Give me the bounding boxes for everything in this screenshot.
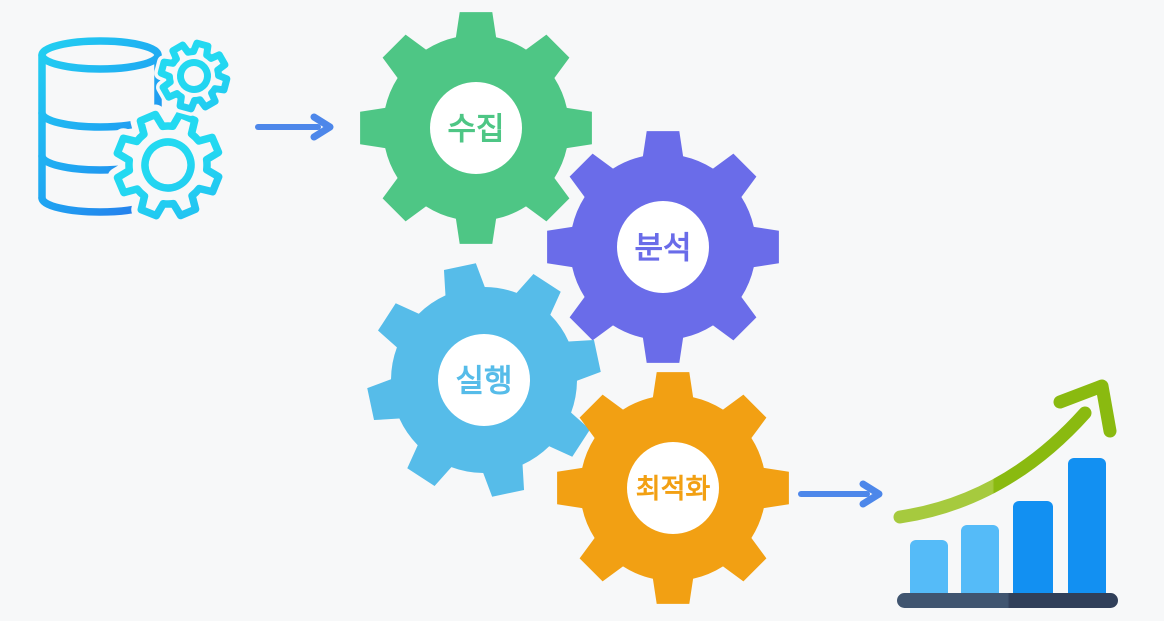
chart-bar-2: [961, 525, 999, 602]
gear-center: [438, 334, 530, 426]
chart-baseline: [897, 593, 1118, 608]
gear-step-optimize: 최적화: [553, 368, 793, 608]
database-gears-icon: [38, 36, 234, 225]
arrow-right-icon: [255, 113, 334, 141]
gear-center: [430, 82, 522, 174]
arrow-head: [310, 113, 334, 141]
chart-bar-4: [1068, 458, 1106, 602]
outline-gear-large-icon: [107, 104, 229, 225]
gear-label: 실행: [455, 363, 513, 400]
growth-arrow-head: [1053, 379, 1117, 438]
arrow-head: [859, 480, 883, 508]
gear-center: [617, 201, 709, 293]
gear-step-collect: 수집: [356, 8, 596, 248]
growth-chart-icon: [893, 379, 1118, 608]
arrow-right-icon: [798, 480, 883, 508]
gear-hole: [177, 59, 211, 93]
gear-hole: [141, 138, 195, 192]
gear-icon: [557, 372, 789, 604]
gear-center: [627, 442, 719, 534]
gear-step-execute: 실행: [364, 260, 604, 500]
outline-gear-small-icon: [154, 36, 234, 116]
gear-label: 분석: [634, 230, 692, 267]
growth-arrow-curve: [893, 406, 1092, 524]
cylinder-top: [38, 37, 162, 73]
gear-step-analyze: 분석: [543, 127, 783, 367]
gear-icon: [367, 263, 601, 497]
chart-bar-1: [910, 540, 948, 602]
gear-icon: [360, 12, 592, 244]
gear-label: 최적화: [635, 473, 711, 505]
gear-label: 수집: [447, 111, 505, 148]
chart-bar-3: [1013, 501, 1053, 602]
gear-icon: [547, 131, 779, 363]
gear-outline: [157, 39, 231, 113]
gear-outline: [113, 110, 223, 220]
